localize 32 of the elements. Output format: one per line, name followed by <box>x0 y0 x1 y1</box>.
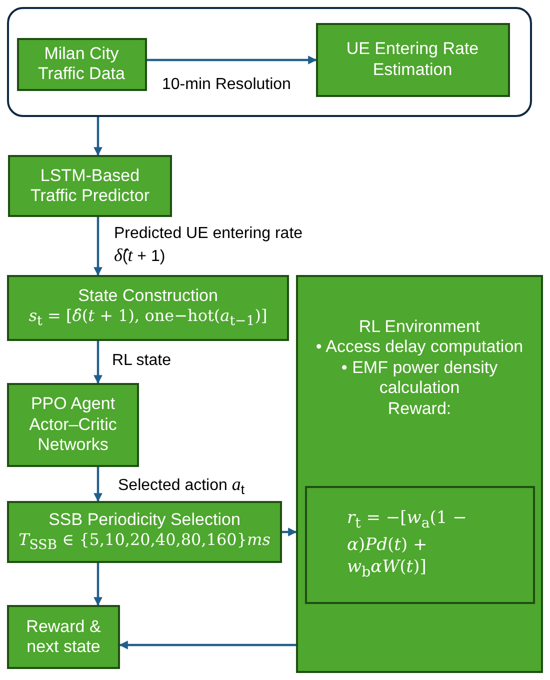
node-text: RL Environment <box>358 317 480 338</box>
node-text: SSB Periodicity Selection <box>48 510 240 530</box>
formula: s$_{t}$ = [δ̂(t + 1), one−hot(a$_{t−1}$)] <box>28 306 268 330</box>
node-text: PPO Agent Actor–Critic Networks <box>28 394 118 456</box>
node-text: Milan City Traffic Data <box>37 44 126 84</box>
node-text: Reward: <box>388 398 452 419</box>
formula: r$_{t}$ = −[w$_{a}$(1 − α)Pd(t) + w$_{b}$αW(t)] <box>347 507 468 583</box>
process-box <box>316 22 510 96</box>
node-text: State Construction <box>78 286 218 306</box>
arrow <box>94 467 102 502</box>
node-text: LSTM-Based Traffic Predictor <box>29 166 151 206</box>
node-text: UE Entering Rate Estimation <box>345 39 480 80</box>
group-container <box>7 7 532 117</box>
process-box <box>16 38 146 90</box>
process-box <box>7 383 139 467</box>
arrow <box>94 217 102 276</box>
arrow <box>147 56 317 64</box>
process-box <box>7 501 282 563</box>
arrow <box>282 528 297 536</box>
process-box <box>7 275 289 341</box>
formula: T$_{SSB}$ ∈ {5,10,20,40,80,160}ms <box>18 530 270 554</box>
arrow <box>94 563 102 606</box>
node-text: Reward & next state <box>25 616 102 658</box>
node-text: • Access delay computation <box>316 337 524 358</box>
arrow <box>94 117 102 156</box>
process-box <box>305 486 535 604</box>
process-box <box>7 605 120 669</box>
node-text: • EMF power density calculation <box>340 358 499 399</box>
environment-panel <box>296 275 543 673</box>
arrow <box>94 341 102 384</box>
arrow <box>119 640 296 650</box>
process-box <box>8 155 172 217</box>
